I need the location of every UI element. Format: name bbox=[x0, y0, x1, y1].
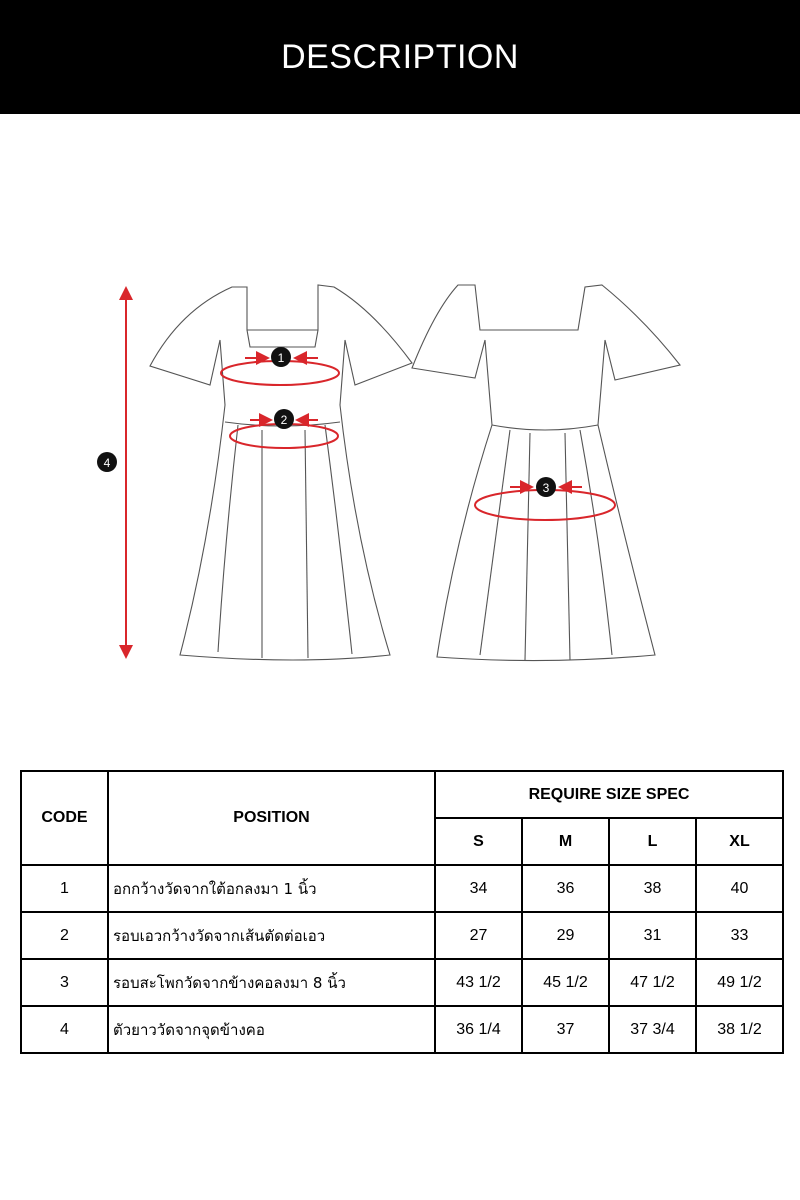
row-position: รอบสะโพกวัดจากข้างคอลงมา 8 นิ้ว bbox=[107, 958, 436, 1007]
row-value-l: 47 1/2 bbox=[608, 958, 697, 1007]
marker-2: 2 bbox=[281, 413, 288, 427]
row-code: 1 bbox=[20, 864, 109, 913]
row-value-l: 37 3/4 bbox=[608, 1005, 697, 1054]
row-value-s: 43 1/2 bbox=[434, 958, 523, 1007]
row-position: ตัวยาววัดจากจุดข้างคอ bbox=[107, 1005, 436, 1054]
row-value-l: 38 bbox=[608, 864, 697, 913]
waist-measurement: 2 bbox=[229, 409, 339, 449]
hip-measurement: 3 bbox=[474, 477, 616, 521]
row-value-l: 31 bbox=[608, 911, 697, 960]
size-header-xl: XL bbox=[694, 817, 785, 866]
front-dress-icon bbox=[149, 284, 413, 661]
row-code: 4 bbox=[20, 1005, 109, 1054]
row-code: 2 bbox=[20, 911, 109, 960]
page-title: DESCRIPTION bbox=[281, 37, 519, 76]
table-row: 2 รอบเอวกว้างวัดจากเส้นตัดต่อเอว 27 29 3… bbox=[20, 911, 785, 960]
table-row: 4 ตัวยาววัดจากจุดข้างคอ 36 1/4 37 37 3/4… bbox=[20, 1005, 785, 1054]
row-value-s: 36 1/4 bbox=[434, 1005, 523, 1054]
marker-1: 1 bbox=[278, 351, 285, 365]
code-header: CODE bbox=[20, 770, 109, 866]
row-value-s: 34 bbox=[434, 864, 523, 913]
row-value-m: 29 bbox=[521, 911, 610, 960]
bust-measurement: 1 bbox=[220, 347, 340, 386]
row-value-m: 37 bbox=[521, 1005, 610, 1054]
row-value-s: 27 bbox=[434, 911, 523, 960]
table-row: 3 รอบสะโพกวัดจากข้างคอลงมา 8 นิ้ว 43 1/2… bbox=[20, 958, 785, 1007]
length-arrow bbox=[119, 286, 133, 659]
position-header: POSITION bbox=[107, 770, 436, 866]
row-value-xl: 49 1/2 bbox=[694, 958, 785, 1007]
row-value-xl: 40 bbox=[694, 864, 785, 913]
header-bar: DESCRIPTION bbox=[0, 0, 800, 114]
row-value-m: 36 bbox=[521, 864, 610, 913]
row-value-xl: 38 1/2 bbox=[694, 1005, 785, 1054]
back-dress-icon bbox=[411, 284, 681, 662]
marker-4: 4 bbox=[104, 456, 111, 470]
size-header-l: L bbox=[608, 817, 697, 866]
marker-3: 3 bbox=[543, 481, 550, 495]
size-header-s: S bbox=[434, 817, 523, 866]
dress-measurement-diagram: 1 2 3 4 bbox=[97, 284, 681, 662]
row-value-m: 45 1/2 bbox=[521, 958, 610, 1007]
row-value-xl: 33 bbox=[694, 911, 785, 960]
row-position: อกกว้างวัดจากใต้อกลงมา 1 นิ้ว bbox=[107, 864, 436, 913]
length-marker: 4 bbox=[97, 452, 117, 472]
size-header-m: M bbox=[521, 817, 610, 866]
table-row: 1 อกกว้างวัดจากใต้อกลงมา 1 นิ้ว 34 36 38… bbox=[20, 864, 785, 913]
row-code: 3 bbox=[20, 958, 109, 1007]
size-spec-table: CODE POSITION REQUIRE SIZE SPEC S M L XL… bbox=[20, 770, 785, 1054]
row-position: รอบเอวกว้างวัดจากเส้นตัดต่อเอว bbox=[107, 911, 436, 960]
spec-header: REQUIRE SIZE SPEC bbox=[433, 770, 785, 819]
